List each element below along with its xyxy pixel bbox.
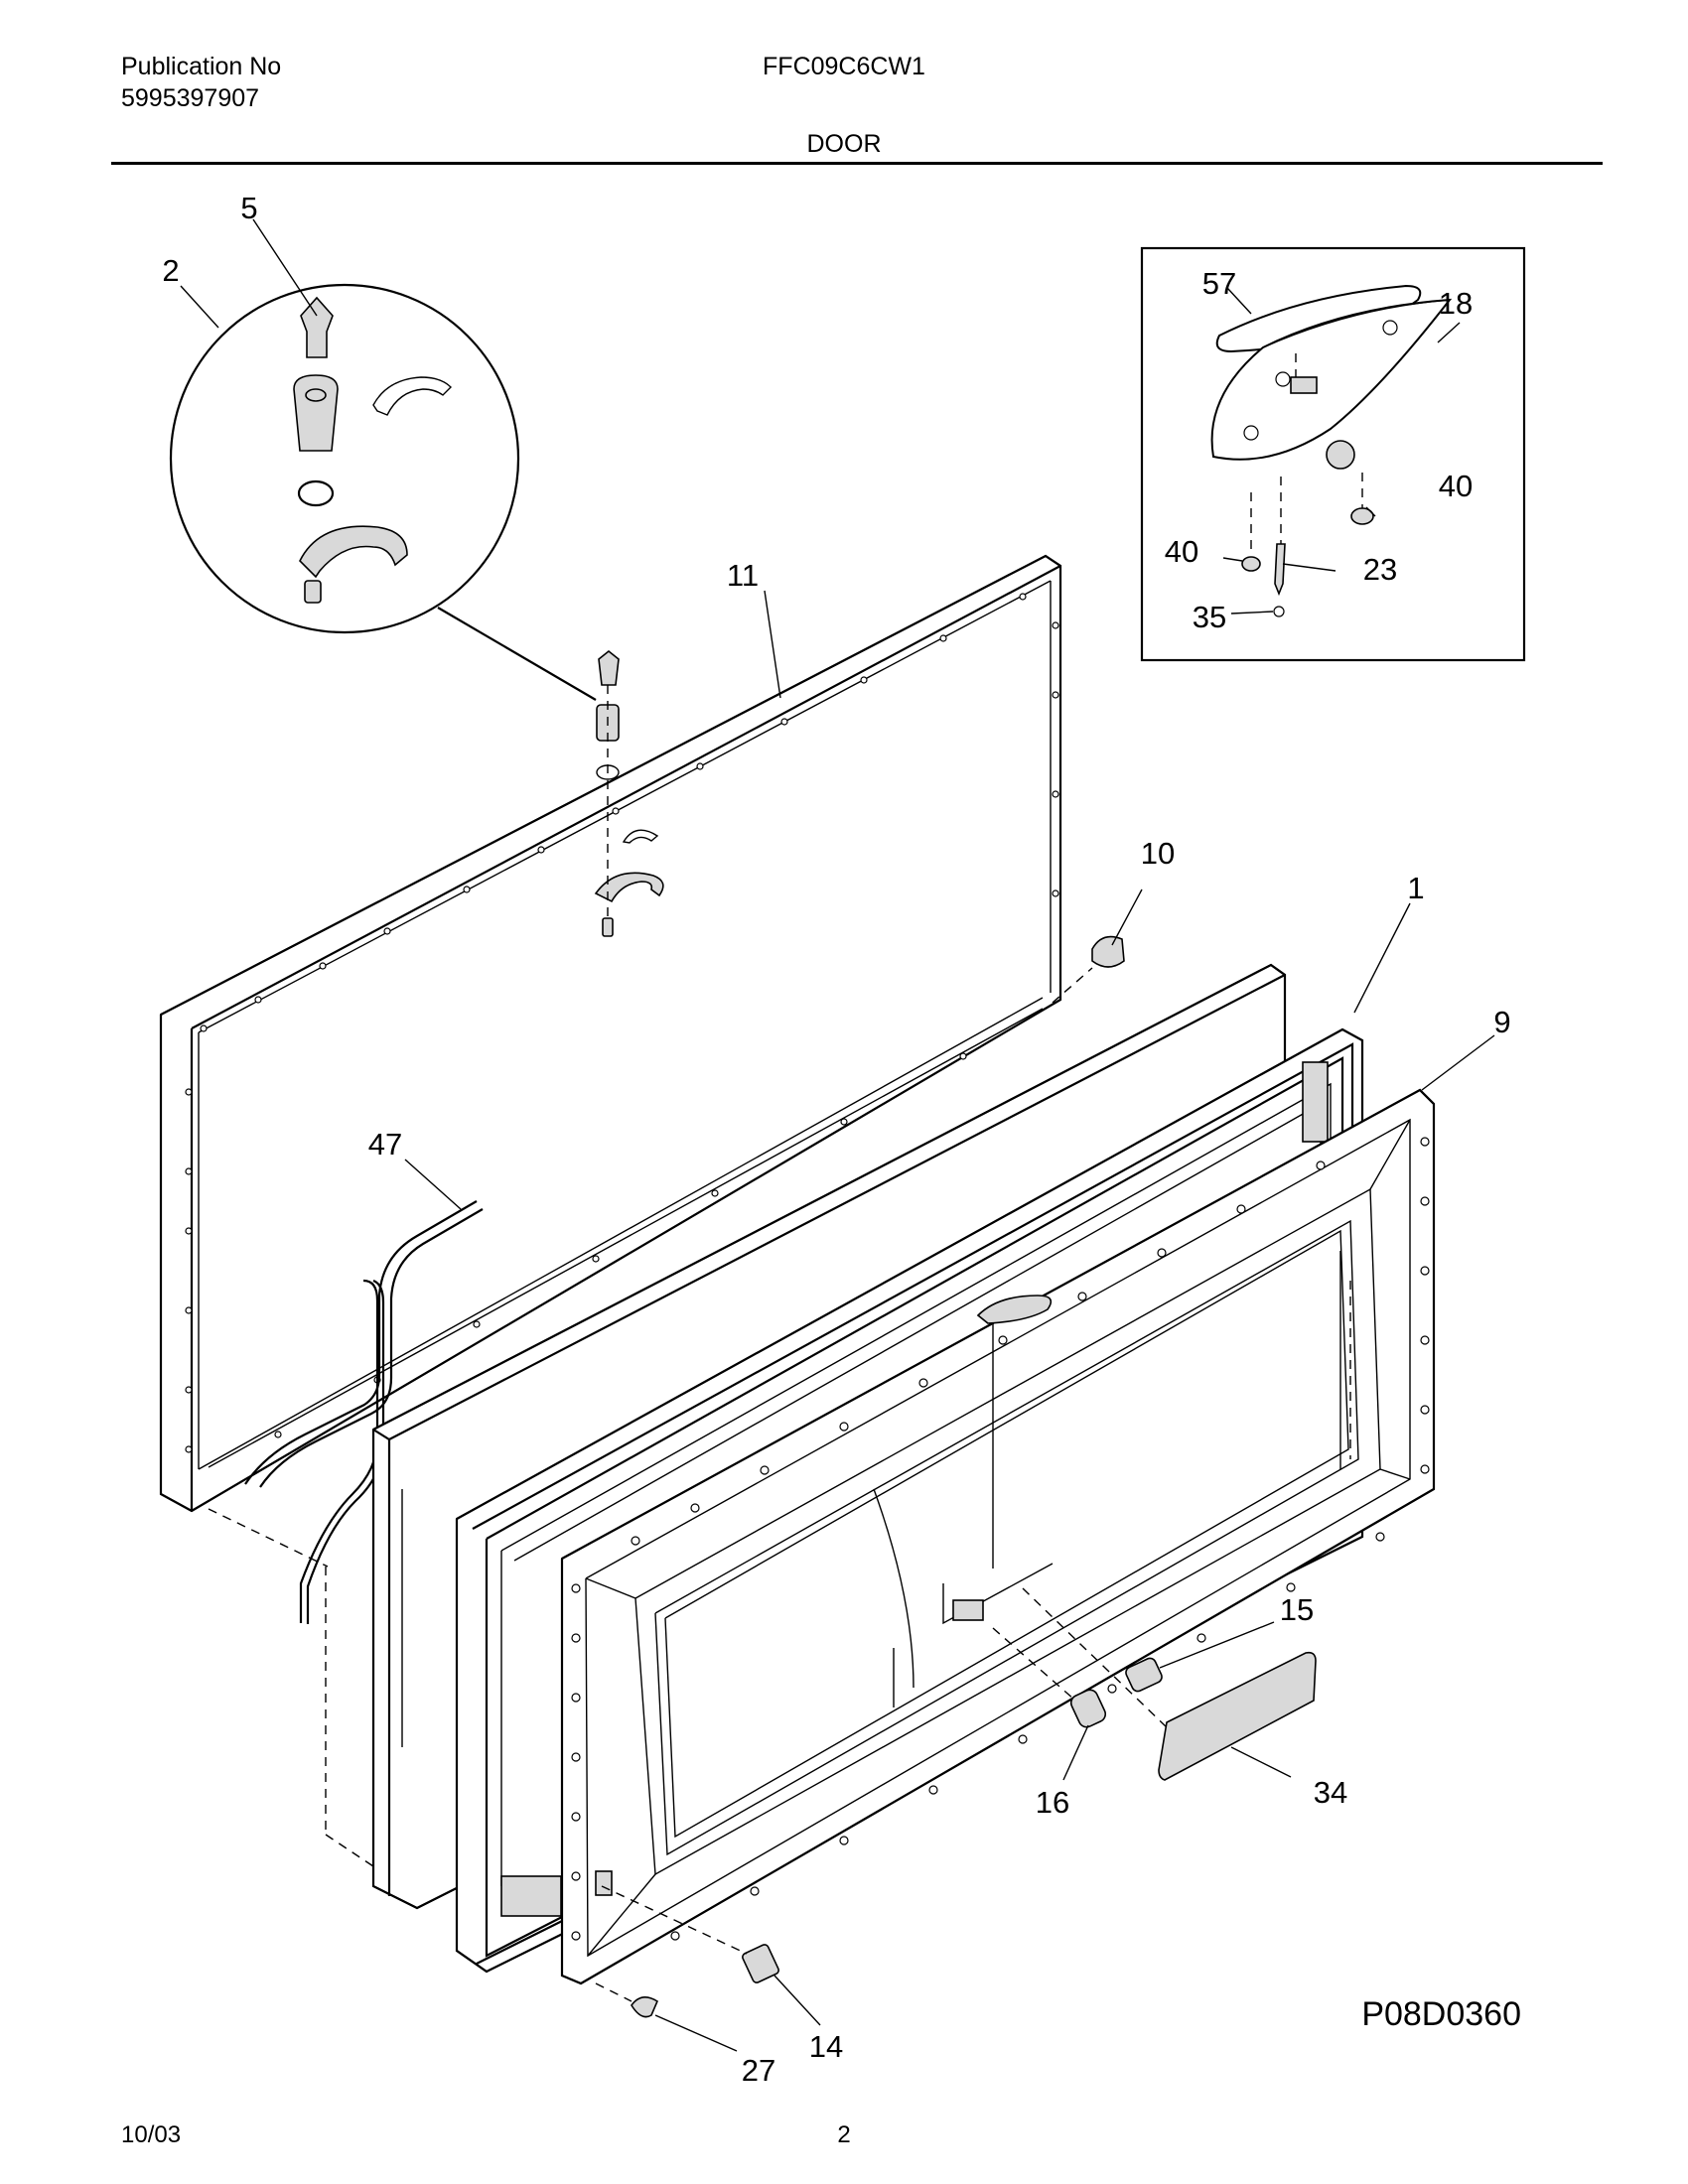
part-15-16-lamp — [992, 1627, 1163, 1728]
page-number: 2 — [837, 2121, 851, 2148]
handle-inset-box — [1140, 246, 1526, 662]
callout-9: 9 — [1493, 1005, 1510, 1039]
hinge-detail-inset — [169, 283, 597, 701]
part-34-bracket — [1022, 1587, 1317, 1781]
section-title: DOOR — [806, 130, 882, 158]
callout-labels: 5 2 11 10 1 9 47 57 18 40 40 23 35 15 16… — [162, 191, 1510, 2088]
footer-date: 10/03 — [121, 2121, 182, 2148]
callout-23: 23 — [1363, 552, 1397, 587]
callout-18: 18 — [1439, 286, 1473, 321]
callout-35: 35 — [1193, 600, 1226, 634]
publication-label: Publication No — [121, 53, 282, 80]
leader-lines — [180, 218, 1495, 2052]
part-27-screw — [595, 1982, 659, 2018]
part-47-wire — [244, 1200, 484, 1624]
door-skin-holes — [571, 1137, 1430, 1941]
callout-5: 5 — [240, 191, 257, 225]
callout-11: 11 — [727, 558, 759, 593]
callout-15: 15 — [1280, 1592, 1314, 1627]
publication-number: 5995397907 — [121, 84, 260, 112]
panel-hinge-assembly — [594, 649, 664, 937]
drawing-id: P08D0360 — [1361, 1995, 1521, 2033]
model-number: FFC09C6CW1 — [763, 53, 925, 80]
callout-40-right: 40 — [1439, 469, 1473, 503]
callout-10: 10 — [1141, 836, 1175, 871]
callout-57: 57 — [1202, 266, 1236, 301]
callout-40-left: 40 — [1165, 534, 1198, 569]
part-10-plug — [1052, 935, 1125, 1004]
callout-27: 27 — [742, 2053, 775, 2088]
part-14-switch — [601, 1885, 779, 1983]
callout-16: 16 — [1036, 1785, 1069, 1820]
callout-1: 1 — [1407, 871, 1424, 905]
header-rule — [111, 162, 1603, 165]
part-9-outer-door — [560, 1088, 1436, 1985]
callout-47: 47 — [368, 1127, 402, 1161]
part-11-inner-panel — [159, 554, 1062, 1624]
panel-holes — [185, 593, 1059, 1453]
callout-14: 14 — [809, 2029, 843, 2064]
callout-2: 2 — [162, 253, 179, 288]
callout-34: 34 — [1314, 1775, 1347, 1810]
